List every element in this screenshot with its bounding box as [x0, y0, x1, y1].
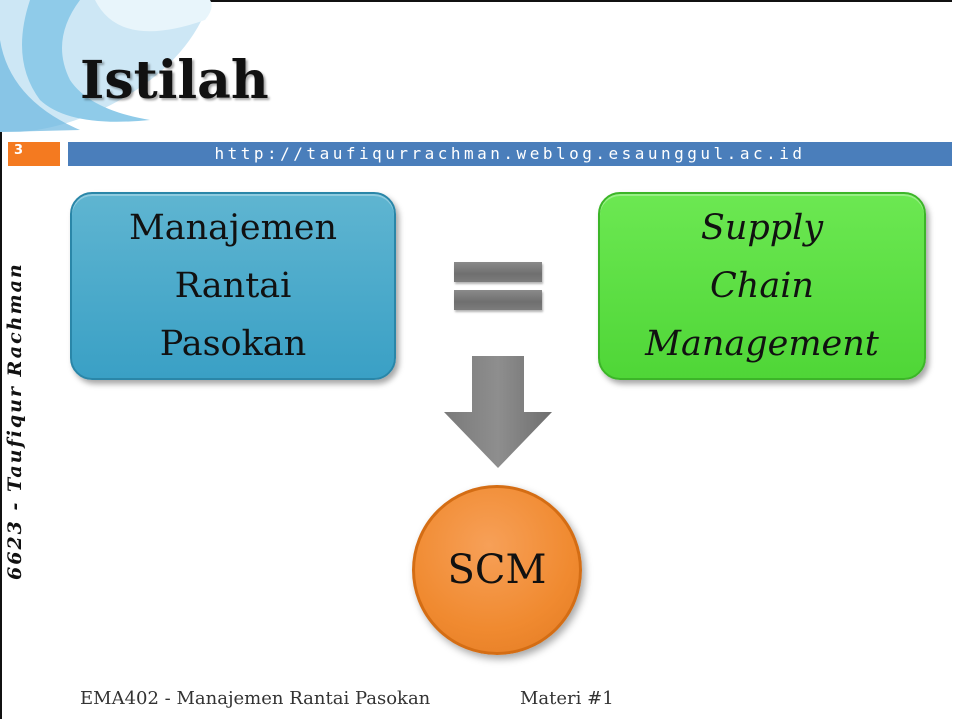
author-sidebar-text: 6623 - Taufiqur Rachman: [4, 262, 26, 580]
decorative-swirl: [0, 0, 212, 132]
scm-label: SCM: [447, 547, 547, 593]
url-bar: [68, 142, 952, 166]
slide-title: Istilah: [80, 50, 269, 111]
url-text: http://taufiqurrachman.weblog.esaunggul.…: [214, 144, 806, 163]
equals-sign-bottom-bar: [454, 290, 542, 310]
left-term-line: Rantai: [174, 266, 292, 306]
right-term-line: Management: [645, 324, 879, 364]
right-term-box: Supply Chain Management: [598, 192, 926, 380]
left-term-text: Manajemen Rantai Pasokan: [129, 199, 337, 373]
right-term-line: Chain: [710, 266, 814, 306]
slide-number: 3: [14, 143, 24, 158]
left-term-line: Pasokan: [159, 324, 307, 364]
left-term-box: Manajemen Rantai Pasokan: [70, 192, 396, 380]
down-arrow-icon: [444, 356, 552, 468]
left-term-line: Manajemen: [128, 208, 338, 248]
equals-sign-top-bar: [454, 262, 542, 282]
slide-number-box: [8, 142, 60, 166]
right-term-line: Supply: [700, 208, 824, 248]
footer-course: EMA402 - Manajemen Rantai Pasokan: [80, 688, 431, 709]
right-term-text: Supply Chain Management: [645, 199, 879, 373]
footer-material: Materi #1: [520, 688, 614, 709]
scm-circle: SCM: [412, 485, 582, 655]
